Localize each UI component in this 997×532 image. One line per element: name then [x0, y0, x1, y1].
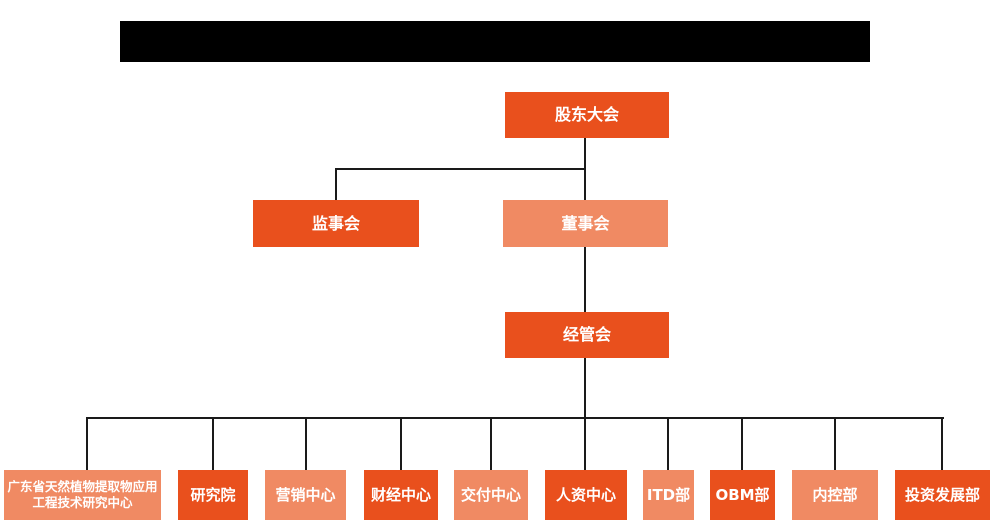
connector-drop-gd-center — [86, 417, 88, 470]
org-node-gd-plant-extract-center: 广东省天然植物提取物应用工程技术研究中心 — [4, 470, 161, 520]
connector-bus-horizontal — [86, 417, 944, 419]
org-node-board-of-directors: 董事会 — [503, 200, 668, 247]
connector-branch-horizontal — [335, 168, 586, 170]
org-node-internal-control-dept: 内控部 — [792, 470, 878, 520]
connector-drop-obm-dept — [741, 417, 743, 470]
org-node-supervisory-board: 监事会 — [253, 200, 419, 247]
redacted-title-bar — [120, 21, 870, 62]
connector-drop-internal-control-dept — [834, 417, 836, 470]
org-node-itd-dept: ITD部 — [643, 470, 694, 520]
connector-branch-to-supervisory — [335, 168, 337, 200]
connector-drop-hr-center — [584, 417, 586, 470]
org-node-marketing-center: 营销中心 — [265, 470, 346, 520]
org-node-research-institute: 研究院 — [178, 470, 248, 520]
connector-drop-research-institute — [212, 417, 214, 470]
connector-management-to-bus — [584, 358, 586, 418]
connector-drop-itd-dept — [667, 417, 669, 470]
connector-board-to-management — [584, 247, 586, 312]
connector-drop-delivery-center — [490, 417, 492, 470]
org-node-investment-dev-dept: 投资发展部 — [895, 470, 990, 520]
org-node-shareholders-meeting: 股东大会 — [505, 92, 669, 138]
connector-drop-marketing-center — [305, 417, 307, 470]
org-node-management-committee: 经管会 — [505, 312, 669, 358]
connector-drop-investment-dev-dept — [941, 417, 943, 470]
org-node-obm-dept: OBM部 — [710, 470, 775, 520]
connector-drop-finance-center — [400, 417, 402, 470]
org-node-delivery-center: 交付中心 — [454, 470, 528, 520]
org-node-finance-center: 财经中心 — [364, 470, 438, 520]
org-node-hr-center: 人资中心 — [545, 470, 627, 520]
